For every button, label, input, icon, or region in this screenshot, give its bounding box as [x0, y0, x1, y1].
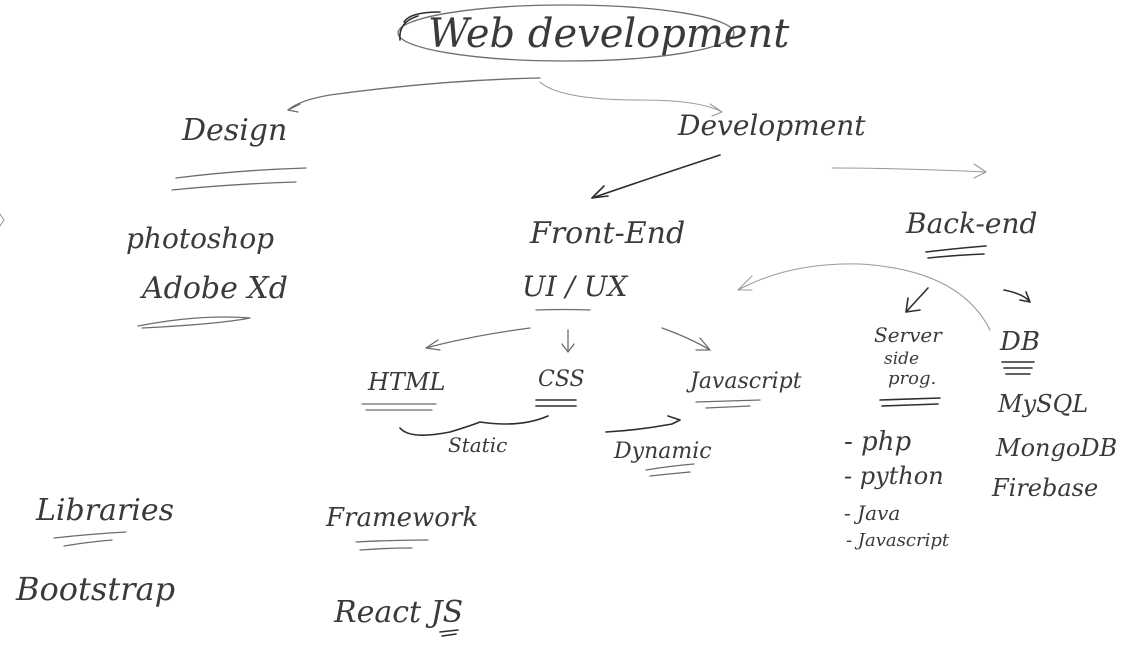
- title-node: Web development: [397, 4, 790, 62]
- design-tool-2: Adobe Xd: [139, 271, 288, 306]
- arrow-to-development: [539, 81, 723, 113]
- development-label: Development: [677, 109, 866, 142]
- server-label-line-3: prog.: [888, 368, 936, 389]
- frontend-node: Front-End UI / UX: [522, 216, 685, 311]
- arrow-to-html: [425, 327, 531, 349]
- dynamic-label: Dynamic: [613, 439, 712, 464]
- left-edge-mark: [0, 213, 5, 227]
- db-item-2: MongoDB: [995, 434, 1117, 462]
- server-label-line-1: Server: [874, 323, 943, 347]
- dynamic-underline: [645, 463, 695, 477]
- backend-node: Back-end: [905, 207, 1037, 259]
- framework-item: React JS: [333, 595, 463, 630]
- css-underline: [535, 399, 577, 407]
- title-text: Web development: [428, 11, 790, 57]
- db-underline: [1001, 361, 1035, 375]
- dynamic-arrow: [605, 415, 681, 433]
- design-node: Design photoshop Adobe Xd: [126, 113, 307, 329]
- framework-item-underline: [439, 629, 459, 637]
- arrow-to-db: [1003, 289, 1031, 303]
- libraries-item: Bootstrap: [15, 570, 175, 608]
- html-underline: [361, 403, 437, 411]
- design-underline-2: [171, 181, 297, 191]
- server-lang-4: - Javascript: [846, 530, 950, 551]
- server-lang-3: - Java: [844, 501, 900, 525]
- uiux-underline: [535, 308, 591, 311]
- server-label-line-2: side: [884, 349, 919, 369]
- design-underline-1: [175, 167, 307, 179]
- frontend-sub-label: UI / UX: [522, 270, 628, 303]
- db-item-3: Firebase: [991, 474, 1098, 502]
- title-scribble: [399, 11, 441, 41]
- tech-css: CSS: [538, 367, 585, 392]
- libraries-underline: [53, 531, 127, 547]
- arrowhead-html: [425, 339, 441, 351]
- static-brace: [399, 415, 549, 436]
- arrow-to-server: [905, 287, 929, 313]
- static-label: Static: [448, 433, 507, 457]
- arrow-to-css: [561, 329, 575, 353]
- arrow-to-backend: [831, 167, 987, 173]
- design-tool-1: photoshop: [126, 222, 274, 255]
- backend-underline: [925, 245, 987, 259]
- design-tools-underline: [137, 316, 251, 329]
- framework-underline: [355, 539, 429, 551]
- arrowhead-development: [709, 103, 723, 117]
- libraries-label: Libraries: [35, 493, 174, 528]
- frontend-label: Front-End: [529, 216, 685, 251]
- db-item-1: MySQL: [997, 390, 1088, 418]
- arrow-db-to-uiux: [737, 263, 991, 331]
- arrowhead-backend: [973, 163, 987, 179]
- arrow-to-design: [287, 77, 541, 111]
- tech-javascript: Javascript: [686, 369, 802, 394]
- arrow-to-javascript: [661, 327, 711, 351]
- arrowhead-db-to-uiux: [737, 275, 753, 291]
- development-node: Development: [677, 109, 866, 142]
- arrowhead-frontend: [591, 185, 609, 199]
- framework-node: Framework React JS: [325, 503, 478, 637]
- framework-label: Framework: [325, 503, 478, 533]
- arrow-to-frontend: [591, 154, 721, 199]
- db-label: DB: [999, 327, 1040, 357]
- libraries-node: Libraries Bootstrap: [15, 493, 175, 608]
- backend-label: Back-end: [905, 207, 1037, 240]
- javascript-underline: [695, 399, 761, 409]
- design-label: Design: [181, 113, 287, 148]
- server-underline: [879, 397, 941, 407]
- title-ellipse: [397, 4, 735, 62]
- arrowhead-design: [287, 103, 301, 113]
- tech-html: HTML: [367, 368, 445, 396]
- server-lang-1: - php: [844, 427, 911, 457]
- server-lang-2: - python: [844, 462, 944, 490]
